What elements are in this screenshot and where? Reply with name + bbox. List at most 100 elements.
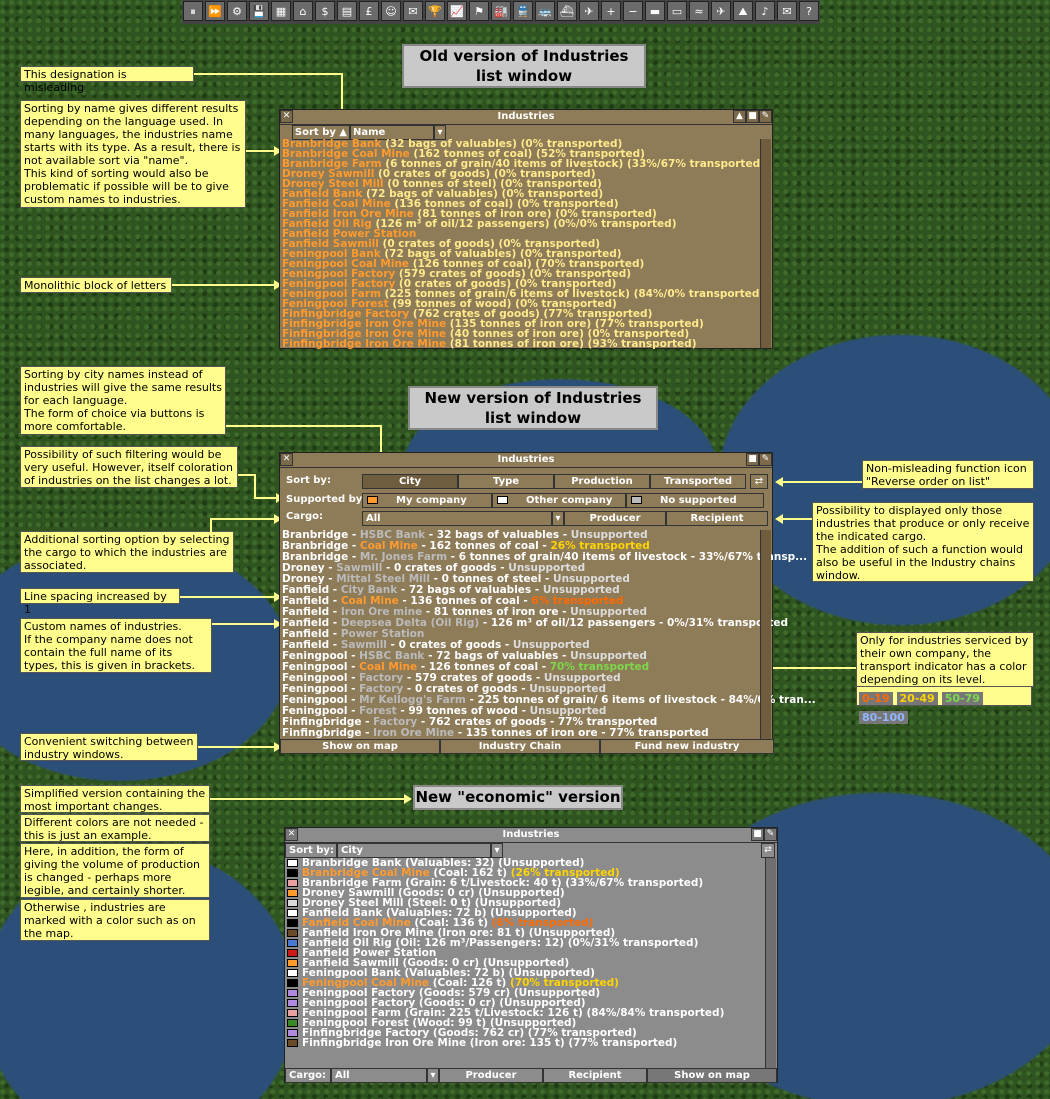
table-row[interactable]: Droney Steel Mill (0 tonnes of steel) (0…: [282, 179, 760, 190]
table-row[interactable]: Droney - Sawmill - 0 crates of goods - U…: [282, 563, 760, 574]
industry-chain-button[interactable]: Industry Chain: [440, 739, 600, 754]
table-row[interactable]: Feningpool - Mr Kellogg's Farm - 225 ton…: [282, 695, 816, 706]
list-item[interactable]: Droney Sawmill (Goods: 0 cr) (Unsupporte…: [287, 888, 765, 899]
table-row[interactable]: Finfingbridge Iron Ore Mine (40 tonnes o…: [282, 329, 760, 340]
supported-toggle-1[interactable]: Other company: [492, 493, 626, 508]
close-icon[interactable]: ✕: [280, 110, 293, 123]
fund-new-industry-button[interactable]: Fund new industry: [600, 739, 774, 754]
league-icon[interactable]: ⚑: [469, 1, 489, 21]
table-row[interactable]: Droney Sawmill (0 crates of goods) (0% t…: [282, 169, 760, 180]
recipient-button[interactable]: Recipient: [666, 511, 768, 526]
list-item[interactable]: Fanfield Sawmill (Goods: 0 cr) (Unsuppor…: [287, 958, 765, 969]
chevron-down-icon[interactable]: ▾: [427, 1068, 439, 1083]
econ-industry-list[interactable]: Branbridge Bank (Valuables: 32) (Unsuppo…: [287, 858, 765, 1068]
list-item[interactable]: Branbridge Farm (Grain: 6 t/Livestock: 4…: [287, 878, 765, 889]
landscape-icon[interactable]: ⛰: [733, 1, 753, 21]
table-row[interactable]: Feningpool - Coal Mine - 126 tonnes of c…: [282, 662, 760, 673]
air-build-icon[interactable]: ✈: [711, 1, 731, 21]
old-scrollbar[interactable]: [760, 139, 771, 348]
table-row[interactable]: Branbridge - HSBC Bank - 32 bags of valu…: [282, 530, 760, 541]
econ-show-on-map-button[interactable]: Show on map: [647, 1068, 777, 1083]
econ-window-titlebar[interactable]: ✕ Industries ■ ✎: [285, 828, 777, 843]
sticky-icon[interactable]: ✎: [764, 828, 777, 841]
help-icon[interactable]: ?: [799, 1, 819, 21]
tab-sort-transported[interactable]: Transported: [650, 474, 746, 489]
list-item[interactable]: Feningpool Bank (Valuables: 72 b) (Unsup…: [287, 968, 765, 979]
econ-scrollbar[interactable]: [765, 858, 776, 1068]
table-row[interactable]: Fanfield - City Bank - 72 bags of valuab…: [282, 585, 760, 596]
table-row[interactable]: Fanfield - Coal Mine - 136 tonnes of coa…: [282, 596, 760, 607]
list-item[interactable]: Feningpool Factory (Goods: 579 cr) (Unsu…: [287, 988, 765, 999]
close-icon[interactable]: ✕: [280, 453, 293, 466]
reverse-order-button[interactable]: ⇄: [750, 474, 768, 489]
list-item[interactable]: Feningpool Factory (Goods: 0 cr) (Unsupp…: [287, 998, 765, 1009]
defsize-icon[interactable]: ■: [746, 110, 759, 123]
goal-icon[interactable]: 🏆: [425, 1, 445, 21]
list-item[interactable]: Feningpool Coal Mine (Coal: 126 t) (70% …: [287, 978, 765, 989]
list-item[interactable]: Finfingbridge Factory (Goods: 762 cr) (7…: [287, 1028, 765, 1039]
road-build-icon[interactable]: ▭: [667, 1, 687, 21]
aircraft-icon[interactable]: ✈: [579, 1, 599, 21]
tab-sort-city[interactable]: City: [362, 474, 458, 489]
new-industry-list[interactable]: Branbridge - HSBC Bank - 32 bags of valu…: [282, 530, 816, 739]
shade-icon[interactable]: ▲: [733, 110, 746, 123]
table-row[interactable]: Feningpool Coal Mine (126 tonnes of coal…: [282, 259, 760, 270]
list-item[interactable]: Feningpool Farm (Grain: 225 t/Livestock:…: [287, 1008, 765, 1019]
pause-icon[interactable]: ⏸: [183, 1, 203, 21]
table-row[interactable]: Feningpool Factory (579 crates of goods)…: [282, 269, 760, 280]
list-item[interactable]: Fanfield Power Station: [287, 948, 765, 959]
finances-icon[interactable]: £: [359, 1, 379, 21]
producer-button[interactable]: Producer: [564, 511, 666, 526]
table-row[interactable]: Droney - Mittal Steel Mill - 0 tonnes of…: [282, 574, 760, 585]
table-row[interactable]: Fanfield Sawmill (0 crates of goods) (0%…: [282, 239, 760, 250]
story-icon[interactable]: ✉: [403, 1, 423, 21]
road-vehicle-icon[interactable]: 🚌: [535, 1, 555, 21]
table-row[interactable]: Finfingbridge Iron Ore Mine (81 tonnes o…: [282, 339, 760, 350]
table-row[interactable]: Finfingbridge Factory (762 crates of goo…: [282, 309, 760, 320]
table-row[interactable]: Feningpool Forest (99 tonnes of wood) (0…: [282, 299, 760, 310]
table-row[interactable]: Feningpool Bank (72 bags of valuables) (…: [282, 249, 760, 260]
town-icon[interactable]: ⌂: [293, 1, 313, 21]
list-item[interactable]: Feningpool Forest (Wood: 99 t) (Unsuppor…: [287, 1018, 765, 1029]
zoom-in-icon[interactable]: +: [601, 1, 621, 21]
save-icon[interactable]: 💾: [249, 1, 269, 21]
chevron-down-icon[interactable]: ▾: [491, 843, 503, 858]
table-row[interactable]: Feningpool - Factory - 579 crates of goo…: [282, 673, 760, 684]
old-industry-list[interactable]: Branbridge Bank (32 bags of valuables) (…: [282, 139, 765, 350]
econ-reverse-order-button[interactable]: ⇄: [761, 843, 775, 858]
chevron-down-icon[interactable]: ▾: [552, 511, 564, 526]
list-item[interactable]: Fanfield Bank (Valuables: 72 b) (Unsuppo…: [287, 908, 765, 919]
fast-forward-icon[interactable]: ⏩: [205, 1, 225, 21]
show-on-map-button[interactable]: Show on map: [280, 739, 440, 754]
zoom-out-icon[interactable]: −: [623, 1, 643, 21]
table-row[interactable]: Fanfield Iron Ore Mine (81 tonnes of iro…: [282, 209, 760, 220]
stations-icon[interactable]: ▤: [337, 1, 357, 21]
news-icon[interactable]: ✉: [777, 1, 797, 21]
old-sort-order-button[interactable]: Sort by ▲: [292, 125, 350, 140]
sticky-icon[interactable]: ✎: [759, 110, 772, 123]
new-scrollbar[interactable]: [760, 530, 771, 739]
subsidy-icon[interactable]: $: [315, 1, 335, 21]
list-item[interactable]: Droney Steel Mill (Steel: 0 t) (Unsuppor…: [287, 898, 765, 909]
table-row[interactable]: Finfingbridge Iron Ore Mine (135 tonnes …: [282, 319, 760, 330]
tab-sort-type[interactable]: Type: [458, 474, 554, 489]
table-row[interactable]: Branbridge Farm (6 tonnes of grain/40 it…: [282, 159, 765, 170]
close-icon[interactable]: ✕: [285, 828, 298, 841]
list-item[interactable]: Branbridge Coal Mine (Coal: 162 t) (26% …: [287, 868, 765, 879]
train-icon[interactable]: 🚆: [513, 1, 533, 21]
graphs-icon[interactable]: 📈: [447, 1, 467, 21]
list-item[interactable]: Finfingbridge Iron Ore Mine (Iron ore: 1…: [287, 1038, 765, 1049]
table-row[interactable]: Fanfield Oil Rig (126 m³ of oil/12 passe…: [282, 219, 760, 230]
old-window-titlebar[interactable]: ✕ Industries ▲ ■ ✎: [280, 110, 772, 125]
old-sort-criteria-dropdown[interactable]: Name: [350, 125, 434, 140]
sound-icon[interactable]: ♪: [755, 1, 775, 21]
table-row[interactable]: Fanfield - Iron Ore mine - 81 tonnes of …: [282, 607, 760, 618]
defsize-icon[interactable]: ■: [746, 453, 759, 466]
water-build-icon[interactable]: ≈: [689, 1, 709, 21]
table-row[interactable]: Feningpool Farm (225 tonnes of grain/6 i…: [282, 289, 764, 300]
chevron-down-icon[interactable]: ▾: [434, 125, 446, 140]
table-row[interactable]: Finfingbridge - Iron Ore Mine - 135 tonn…: [282, 728, 760, 739]
defsize-icon[interactable]: ■: [751, 828, 764, 841]
minimap-icon[interactable]: ▦: [271, 1, 291, 21]
tab-sort-production[interactable]: Production: [554, 474, 650, 489]
